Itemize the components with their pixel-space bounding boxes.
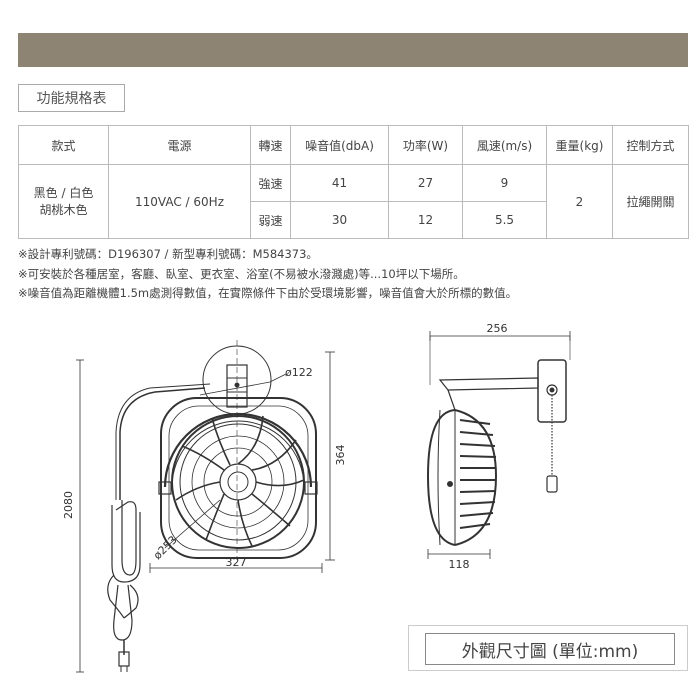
note-line: ※噪音值為距離機體1.5m處測得數值，在實際條件下由於受環境影響，噪音值會大於所…: [18, 286, 518, 300]
fan-side-view: [426, 331, 571, 559]
header-bar: [18, 33, 688, 67]
drawing-caption: 外觀尺寸圖 (單位:mm): [425, 633, 675, 665]
table-header-cell: 功率(W): [388, 125, 463, 165]
arm-depth-label: 256: [487, 322, 508, 335]
fan-diameter-label: ø253: [151, 533, 180, 562]
style-line: 黑色 / 白色: [33, 185, 94, 200]
fan-front-view: [76, 340, 335, 673]
table-header-cell: 噪音值(dbA): [290, 125, 389, 165]
noise-cell: 30: [290, 201, 389, 239]
noise-cell: 41: [290, 164, 389, 202]
table-row: 弱速 30 12 5.5: [19, 201, 689, 239]
spec-table: 款式 電源 轉速 噪音值(dbA) 功率(W) 風速(m/s) 重量(kg) 控…: [18, 125, 689, 239]
notes: ※設計專利號碼：D196307 / 新型專利號碼：M584373。 ※可安裝於各…: [18, 245, 688, 304]
wind-cell: 5.5: [462, 201, 547, 239]
watt-cell: 27: [388, 164, 463, 202]
cord-length-label: 2080: [62, 491, 75, 519]
control-cell: 拉繩開關: [612, 164, 689, 239]
note-line: ※設計專利號碼：D196307 / 新型專利號碼：M584373。: [18, 247, 318, 261]
weight-cell: 2: [546, 164, 613, 239]
table-header-cell: 重量(kg): [546, 125, 613, 165]
guard-diameter-label: ø122: [285, 366, 313, 379]
section-tag: 功能規格表: [18, 84, 125, 112]
height-label: 364: [334, 445, 347, 466]
table-header-row: 款式 電源 轉速 噪音值(dbA) 功率(W) 風速(m/s) 重量(kg) 控…: [18, 125, 689, 165]
width-label: 327: [226, 556, 247, 569]
table-header-cell: 控制方式: [612, 125, 689, 165]
table-row: 黑色 / 白色 胡桃木色 110VAC / 60Hz 強速 41 27 9 2 …: [18, 164, 689, 239]
body-depth-label: 118: [449, 558, 470, 571]
style-cell: 黑色 / 白色 胡桃木色: [18, 164, 109, 239]
style-line: 胡桃木色: [39, 202, 88, 217]
power-cell: 110VAC / 60Hz: [108, 164, 251, 239]
speed-cell: 強速: [250, 164, 291, 202]
table-header-cell: 風速(m/s): [462, 125, 547, 165]
note-line: ※可安裝於各種居室，客廳、臥室、更衣室、浴室(不易被水潑濺處)等...10坪以下…: [18, 266, 465, 281]
speed-cell: 弱速: [250, 201, 291, 239]
